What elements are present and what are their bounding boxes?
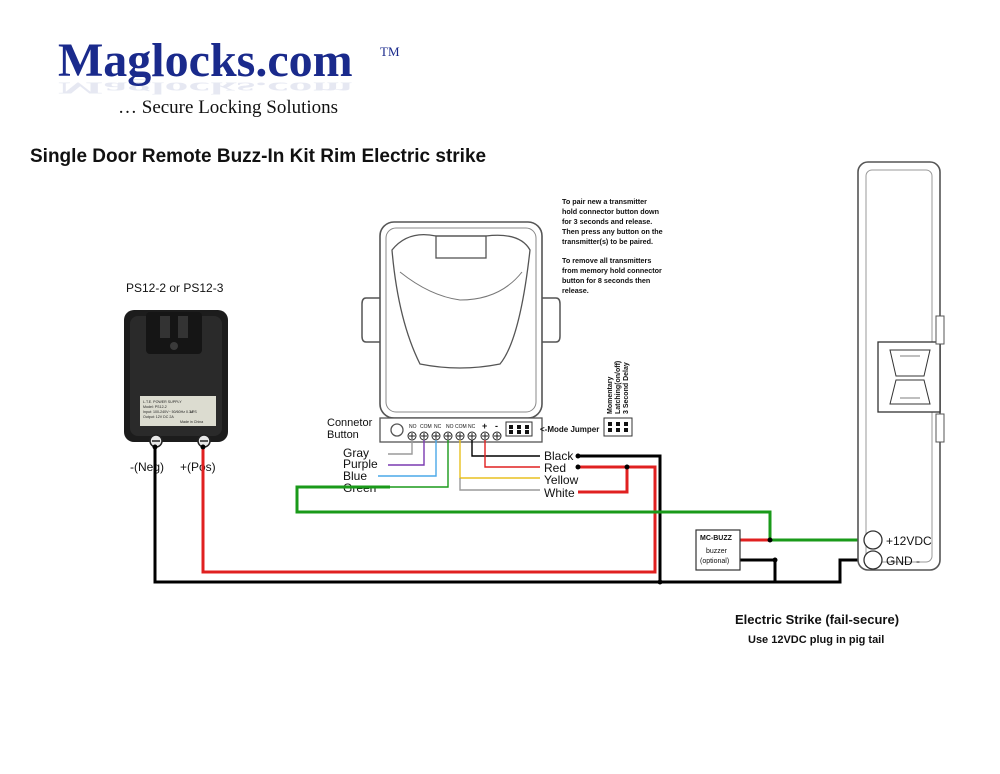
plate-line: Input: 100-240V~ 50/60Hz 0.3A: [143, 410, 194, 414]
terminal-minus: -: [495, 421, 498, 431]
plate-line: Made in China: [180, 420, 203, 424]
wire-black-pigtail: [471, 440, 540, 457]
label-yellow: Yellow: [544, 473, 579, 487]
mode-delay: 3 Second Delay: [623, 362, 630, 414]
power-supply-label: PS12-2 or PS12-3: [126, 281, 224, 295]
terminal-nc-1: NC: [434, 424, 442, 430]
instruction-line: release.: [562, 286, 589, 295]
left-wire-labels: Gray Purple Blue Green: [343, 446, 378, 495]
mode-jumper-label: <-Mode Jumper: [540, 425, 599, 434]
label-black: Black: [544, 449, 574, 463]
terminal-com-1: COM: [420, 424, 432, 430]
wire-purple: [388, 440, 425, 466]
wire-black-receiver: [578, 454, 662, 582]
pos-terminal-label: +(Pos): [180, 460, 216, 474]
terminal-nc-2: NC: [468, 424, 476, 430]
buzzer-title: MC-BUZZ: [700, 535, 733, 542]
terminal-plus: +: [482, 421, 487, 431]
instruction-line: To remove all transmitters: [562, 256, 651, 265]
logo: Maglocks.com TM Maglocks.com … Secure Lo…: [58, 34, 400, 118]
label-purple: Purple: [343, 457, 378, 471]
power-supply: PS12-2 or PS12-3 L.T.E. POWER SUPPLY Mod…: [124, 281, 228, 474]
wire-white: [459, 478, 540, 491]
logo-tm: TM: [380, 44, 400, 59]
wire-red-pos: [201, 447, 657, 574]
plate-line: Output: 12V DC 2A: [143, 415, 174, 419]
electric-strike-icon: [857, 161, 945, 571]
neg-terminal-label: -(Neg): [130, 460, 164, 474]
button-label: Button: [327, 429, 359, 441]
plate-line: LPS: [190, 410, 197, 414]
label-red: Red: [544, 461, 566, 475]
diagram-title: Single Door Remote Buzz-In Kit Rim Elect…: [30, 146, 486, 167]
wire-red-pigtail: [484, 440, 540, 468]
wire-junctions: [152, 444, 778, 585]
plate-line: L.T.E. POWER SUPPLY: [143, 400, 182, 404]
terminal-no-1: NO: [409, 424, 417, 430]
right-wire-labels: Black Red Yellow White: [544, 449, 579, 500]
wire-buzzer-black: [740, 558, 777, 582]
wire-blue: [378, 440, 437, 477]
instruction-line: hold connector button down: [562, 207, 659, 216]
wire-green-pigtail: [388, 440, 449, 488]
instruction-line: for 3 seconds and release.: [562, 217, 652, 226]
label-blue: Blue: [343, 469, 367, 483]
wire-green-main: [295, 485, 862, 542]
plate-line: Model: PS12-2: [143, 405, 167, 409]
strike-neg-label: GND -: [886, 554, 920, 568]
wire-gray: [388, 440, 413, 455]
jumper-pins: [603, 417, 633, 437]
instruction-line: To pair new a transmitter: [562, 197, 647, 206]
terminal-screws: [407, 431, 502, 441]
logo-reflection: Maglocks.com: [58, 79, 353, 98]
power-adapter-icon: L.T.E. POWER SUPPLY Model: PS12-2 Input:…: [124, 310, 228, 448]
receiver-module-icon: [361, 221, 561, 443]
logo-brand: Maglocks.com: [58, 34, 353, 87]
terminal-com-2: COM: [455, 424, 467, 430]
label-white: White: [544, 486, 575, 500]
buzzer-icon: MC-BUZZ buzzer (optional): [695, 529, 741, 571]
wire-black-neg: [153, 447, 862, 584]
buzzer-line2: (optional): [700, 558, 729, 565]
buzzer-line1: buzzer: [706, 548, 728, 555]
mode-options: Momentary Latching(on/off) 3 Second Dela…: [603, 361, 633, 437]
mode-latching: Latching(on/off): [615, 361, 622, 414]
instruction-line: button for 8 seconds then: [562, 276, 650, 285]
terminal-no-2: NO: [446, 424, 454, 430]
pairing-instructions: To pair new a transmitter hold connector…: [562, 197, 663, 295]
terminal-labels: NO COM NC NO COM NC + -: [409, 421, 498, 431]
instruction-line: transmitter(s) to be paired.: [562, 237, 653, 246]
strike-pos-label: +12VDC: [886, 534, 932, 548]
strike-note: Use 12VDC plug in pig tail: [748, 634, 884, 646]
label-gray: Gray: [343, 446, 369, 460]
mode-momentary: Momentary: [607, 377, 614, 414]
rating-plate: [140, 396, 216, 426]
wire-red-jumper: [578, 467, 629, 494]
instruction-line: from memory hold connector: [562, 266, 662, 275]
receiver-pigtail-wires: [378, 440, 540, 491]
connector-label: Connetor: [327, 417, 373, 429]
instruction-line: Then press any button on the: [562, 227, 663, 236]
strike-caption: Electric Strike (fail-secure): [735, 612, 899, 627]
logo-tagline: … Secure Locking Solutions: [118, 97, 338, 118]
